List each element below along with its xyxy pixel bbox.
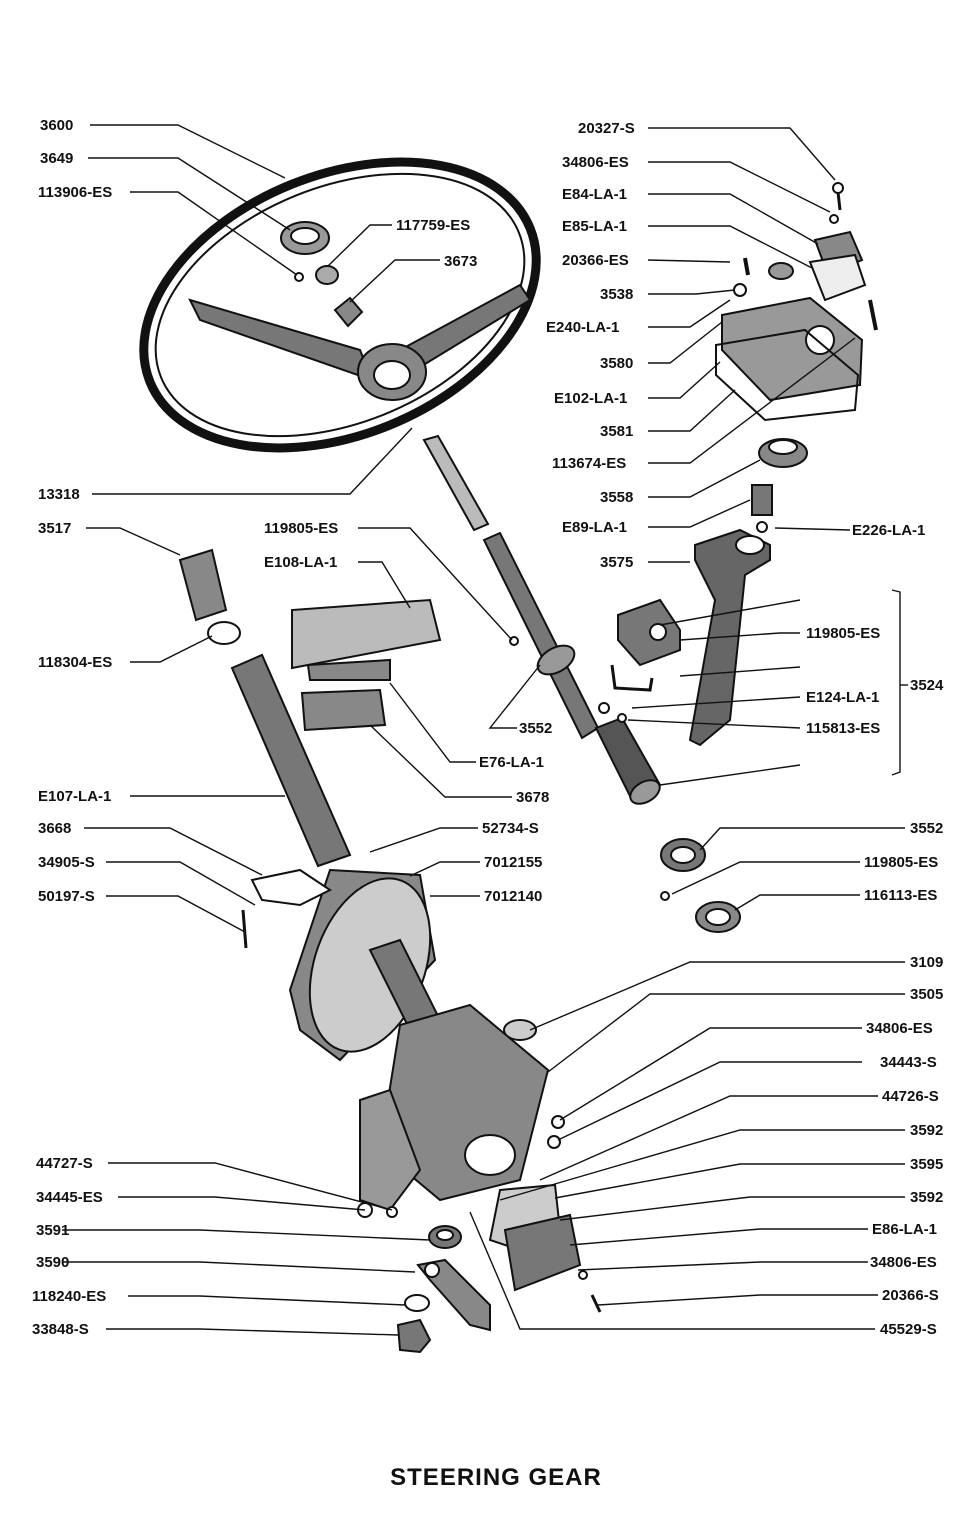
label-e240-la-1: E240-LA-1 — [546, 319, 619, 336]
label-3575: 3575 — [600, 554, 633, 571]
leader-lines — [62, 124, 908, 1336]
label-3595: 3595 — [910, 1156, 943, 1173]
gear-housing — [359, 938, 602, 1313]
label-3592-top: 3592 — [910, 1122, 943, 1139]
label-7012140: 7012140 — [484, 888, 542, 905]
label-119805-es-top: 119805-ES — [264, 520, 338, 537]
sector-arm — [598, 528, 771, 747]
label-3668: 3668 — [38, 820, 71, 837]
callout-labels: 3600 3649 113906-ES 117759-ES 3673 13318… — [32, 117, 944, 1338]
label-3558: 3558 — [600, 489, 633, 506]
label-119805-es-lower: 119805-ES — [864, 854, 938, 871]
label-3517: 3517 — [38, 520, 71, 537]
diagram-title: STEERING GEAR — [390, 1464, 602, 1491]
label-3538: 3538 — [600, 286, 633, 303]
label-3649: 3649 — [40, 150, 73, 167]
steering-shaft — [422, 434, 662, 805]
label-20327-s: 20327-S — [578, 120, 635, 137]
label-116113-es: 116113-ES — [864, 887, 937, 904]
label-e226-la-1: E226-LA-1 — [852, 522, 925, 539]
label-34806-es-bottom: 34806-ES — [870, 1254, 937, 1271]
label-3591: 3591 — [36, 1222, 69, 1239]
label-52734-s: 52734-S — [482, 820, 539, 837]
label-e84-la-1: E84-LA-1 — [562, 186, 627, 203]
label-115813-es: 115813-ES — [806, 720, 880, 737]
label-e107-la-1: E107-LA-1 — [38, 788, 111, 805]
label-3524: 3524 — [910, 677, 944, 694]
label-e86-la-1: E86-LA-1 — [872, 1221, 937, 1238]
label-3109: 3109 — [910, 954, 943, 971]
label-20366-es-top: 20366-ES — [562, 252, 629, 269]
label-3505: 3505 — [910, 986, 943, 1003]
label-118304-es: 118304-ES — [38, 654, 112, 671]
label-3552-right: 3552 — [910, 820, 943, 837]
horn-parts — [280, 221, 364, 328]
label-45529-s: 45529-S — [880, 1321, 937, 1338]
label-3580: 3580 — [600, 355, 633, 372]
label-119805-es-right: 119805-ES — [806, 625, 880, 642]
label-113906-es: 113906-ES — [38, 184, 112, 201]
label-3592-bottom: 3592 — [910, 1189, 943, 1206]
label-7012155: 7012155 — [484, 854, 542, 871]
label-3678: 3678 — [516, 789, 549, 806]
top-cover-stack — [715, 182, 878, 533]
jacket-tube — [178, 548, 519, 868]
label-33848-s: 33848-S — [32, 1321, 89, 1338]
label-20366-s: 20366-S — [882, 1287, 939, 1304]
label-13318: 13318 — [38, 486, 80, 503]
label-3552-mid: 3552 — [519, 720, 552, 737]
label-50197-s: 50197-S — [38, 888, 95, 905]
label-e102-la-1: E102-LA-1 — [554, 390, 627, 407]
label-34443-s: 34443-S — [880, 1054, 937, 1071]
label-118240-es: 118240-ES — [32, 1288, 106, 1305]
label-44726-s: 44726-S — [882, 1088, 939, 1105]
label-3673: 3673 — [444, 253, 477, 270]
label-e89-la-1: E89-LA-1 — [562, 519, 627, 536]
label-e108-la-1: E108-LA-1 — [264, 554, 337, 571]
label-e124-la-1: E124-LA-1 — [806, 689, 879, 706]
label-113674-es: 113674-ES — [552, 455, 626, 472]
label-e85-la-1: E85-LA-1 — [562, 218, 627, 235]
label-3590: 3590 — [36, 1254, 69, 1271]
label-34445-es: 34445-ES — [36, 1189, 103, 1206]
label-3600: 3600 — [40, 117, 73, 134]
pitman-arm — [357, 1202, 491, 1354]
label-3581: 3581 — [600, 423, 633, 440]
label-e76-la-1: E76-LA-1 — [479, 754, 544, 771]
label-34806-es-top: 34806-ES — [562, 154, 629, 171]
label-117759-es: 117759-ES — [396, 217, 470, 234]
label-44727-s: 44727-S — [36, 1155, 93, 1172]
label-34905-s: 34905-S — [38, 854, 95, 871]
label-34806-es-mid: 34806-ES — [866, 1020, 933, 1037]
